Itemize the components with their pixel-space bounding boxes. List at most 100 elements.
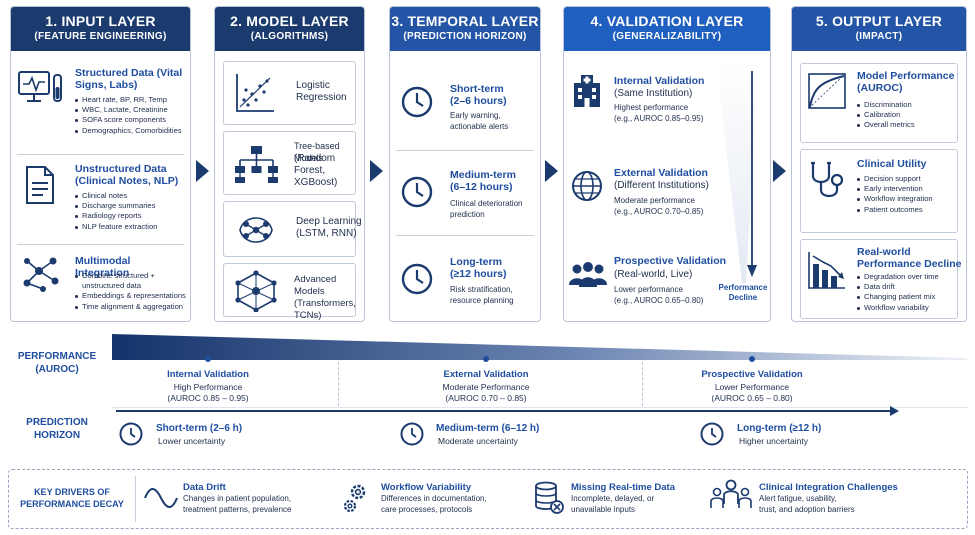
list-item: Overall metrics [857, 120, 961, 130]
list-item: NLP feature extraction [75, 222, 187, 232]
medium-term-desc: Clinical deterioration prediction [450, 199, 523, 219]
horizon-medium: Medium-term (6–12 h) Moderate uncertaint… [436, 423, 539, 447]
structured-data-list: Heart rate, BP, RR, Temp WBC, Lactate, C… [75, 95, 187, 136]
performance-label-line1: PERFORMANCE [17, 351, 97, 362]
output-layer-column: 5. OUTPUT LAYER (IMPACT) Model Performan… [791, 6, 967, 322]
deep-learning-label: Deep Learning (LSTM, RNN) [296, 216, 362, 239]
perf-prospective-range: (AUROC 0.65 – 0.80) [711, 392, 793, 403]
hospital-icon [574, 75, 600, 107]
short-term-desc: Early warning, actionable alerts [450, 111, 509, 131]
list-item: Decision support [857, 174, 961, 184]
temporal-layer-subtitle: (PREDICTION HORIZON) [403, 31, 527, 42]
driver-workflow-title: Workflow Variability [381, 482, 472, 493]
driver-clinical-integration: Clinical Integration Challenges Alert fa… [759, 482, 898, 515]
advanced-models-label: Advanced Models (Transformers, TCNs) [294, 274, 356, 321]
marker-dot [749, 356, 755, 362]
performance-points-strip [112, 360, 969, 408]
perf-external-title: External Validation [443, 369, 529, 380]
perf-prospective-title: Prospective Validation [701, 369, 803, 380]
driver-data-drift-line1: Changes in patient population, [183, 494, 292, 503]
network-nodes-icon [23, 257, 59, 292]
advanced-models-card: Advanced Models (Transformers, TCNs) [223, 263, 356, 321]
key-drivers-panel: KEY DRIVERS OF PERFORMANCE DECAY Data Dr… [8, 469, 968, 529]
divider [396, 235, 534, 236]
globe-icon [572, 171, 602, 201]
list-item: Degradation over time [857, 272, 965, 282]
driver-missing-data: Missing Real-time Data Incomplete, delay… [571, 482, 675, 515]
list-item: SOFA score components [75, 115, 187, 125]
decline-wedge [716, 61, 758, 283]
prospective-validation-heading: Prospective Validation [614, 255, 727, 267]
clinical-utility-heading: Clinical Utility [857, 158, 927, 170]
multimodal-heading: Multimodal Integration [75, 255, 131, 279]
model-layer-header: 2. MODEL LAYER (ALGORITHMS) [215, 7, 364, 51]
divider [642, 362, 643, 406]
list-item: Changing patient mix [857, 292, 965, 302]
model-performance-heading: Model Performance (AUROC) [857, 70, 955, 94]
axis-arrow-icon [890, 406, 899, 416]
performance-label-line2: (AUROC) [35, 364, 79, 375]
perf-external: External Validation Moderate Performance… [406, 369, 566, 403]
perf-internal-title: Internal Validation [167, 369, 249, 380]
perf-internal-range: (AUROC 0.85 – 0.95) [167, 392, 249, 403]
real-world-decline-list: Degradation over time Data drift Changin… [857, 272, 965, 313]
tree-models-label: Tree-based Models [294, 141, 340, 163]
list-item: Demographics, Comorbidities [75, 126, 187, 136]
list-item: Workflow integration [857, 194, 961, 204]
divider [135, 476, 136, 522]
line-chart-icon [808, 73, 846, 109]
output-layer-subtitle: (IMPACT) [855, 31, 903, 42]
horizon-label-line2: HORIZON [33, 430, 81, 441]
divider [17, 154, 184, 155]
list-item: Discrimination [857, 100, 961, 110]
driver-missing-data-line2: unavailable inputs [571, 504, 636, 514]
document-icon [26, 166, 54, 204]
scatter-plot-icon [236, 74, 274, 112]
driver-data-drift: Data Drift Changes in patient population… [183, 482, 292, 515]
model-performance-card: Model Performance (AUROC) Discrimination… [800, 63, 958, 143]
divider [396, 150, 534, 151]
marker-dot [483, 356, 489, 362]
horizon-axis-line [116, 410, 892, 412]
hierarchy-tree-icon [235, 146, 278, 183]
external-validation-desc: Moderate performance [614, 196, 695, 205]
driver-data-drift-title: Data Drift [183, 482, 226, 493]
perf-external-level: Moderate Performance [442, 382, 530, 392]
list-item: Early intervention [857, 184, 961, 194]
deep-learning-card: Deep Learning (LSTM, RNN) [223, 201, 362, 257]
multimodal-list: Combine structured + unstructured data E… [75, 271, 187, 312]
driver-missing-data-line1: Incomplete, delayed, or [571, 494, 655, 503]
clinical-utility-card: Clinical Utility Decision support Early … [800, 149, 958, 233]
model-layer-title: 2. MODEL LAYER [230, 13, 349, 29]
list-item: Combine structured + unstructured data [75, 271, 187, 291]
horizon-label-line1: PREDICTION [26, 417, 88, 428]
monitor-vitals-icon [18, 71, 62, 102]
validation-layer-column: 4. VALIDATION LAYER (GENERALIZABILITY) I… [563, 6, 771, 322]
database-error-icon [535, 481, 564, 514]
short-term-heading: Short-term [450, 83, 504, 95]
logistic-regression-card: Logistic Regression [223, 61, 356, 125]
key-drivers-label: KEY DRIVERS OF PERFORMANCE DECAY [9, 486, 135, 510]
temporal-layer-column: 3. TEMPORAL LAYER (PREDICTION HORIZON) S… [389, 6, 541, 322]
external-validation-heading: External Validation [614, 167, 708, 179]
structured-data-heading: Structured Data (Vital Signs, Labs) [75, 67, 183, 91]
validation-layer-title: 4. VALIDATION LAYER [590, 13, 744, 29]
validation-layer-subtitle: (GENERALIZABILITY) [612, 31, 722, 42]
perf-external-range: (AUROC 0.70 – 0.85) [445, 392, 527, 403]
list-item: Calibration [857, 110, 961, 120]
horizon-long-title: Long-term (≥12 h) [737, 423, 822, 434]
medium-term-heading: Medium-term [450, 169, 516, 181]
people-group-icon [569, 262, 607, 287]
long-term-heading: Long-term [450, 256, 502, 268]
medium-term-range: (6–12 hours) [450, 181, 513, 193]
horizon-long-desc: Higher uncertainty [739, 436, 808, 446]
unstructured-data-list: Clinical notes Discharge summaries Radio… [75, 191, 187, 232]
stethoscope-icon [811, 161, 844, 198]
clock-icon [401, 176, 433, 208]
list-item: WBC, Lactate, Creatinine [75, 105, 187, 115]
horizon-short: Short-term (2–6 h) Lower uncertainty [156, 423, 242, 447]
driver-integration-line2: trust, and adoption barriers [759, 504, 855, 514]
network-graph-icon [235, 270, 277, 312]
input-layer-subtitle: (FEATURE ENGINEERING) [34, 31, 167, 42]
driver-missing-data-title: Missing Real-time Data [571, 482, 675, 493]
